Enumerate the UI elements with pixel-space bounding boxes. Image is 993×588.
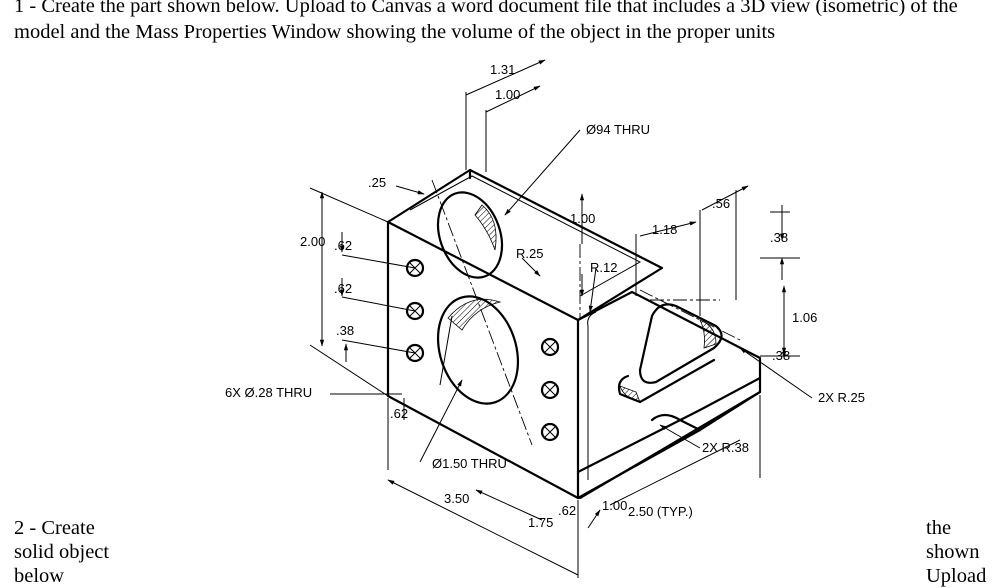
dim-62-d: .62 — [558, 503, 576, 518]
dim-2-00: 2.00 — [300, 234, 325, 249]
question-1-text: 1 - Create the part shown below. Upload … — [14, 0, 958, 43]
dim-62-c: .62 — [390, 406, 408, 421]
dim-1-18: 1.18 — [652, 222, 677, 237]
small-upper-hole — [436, 191, 504, 279]
center-lines — [431, 179, 741, 446]
question-2-left-column: 2 - Create solid object below — [14, 516, 109, 588]
question-2-line: the — [926, 517, 952, 539]
dim-38-a: .38 — [770, 230, 788, 245]
small-holes — [405, 258, 560, 442]
base-slots — [617, 303, 723, 432]
dim-1-00-mid: 1.00 — [570, 211, 595, 226]
dim-1-75: 1.75 — [528, 515, 553, 530]
dim-1-06: 1.06 — [792, 310, 817, 325]
large-hole — [436, 295, 520, 405]
question-2-line: solid object — [14, 541, 110, 563]
dim-2-50-typ: 2.50 (TYP.) — [628, 504, 693, 519]
dim-62-a: .62 — [334, 238, 352, 253]
dim-2x-r38: 2X R.38 — [702, 440, 749, 455]
dim-38-c: .38 — [772, 348, 790, 363]
dim-1-31: 1.31 — [490, 62, 515, 77]
dim-38-b: .38 — [336, 323, 354, 338]
dim-1-00-bot: 1.00 — [602, 498, 627, 513]
question-2-line: 2 - Create — [14, 517, 95, 539]
dim-62-b: .62 — [334, 281, 352, 296]
dim-r12: R.12 — [590, 260, 617, 275]
dim-dia-94: Ø94 THRU — [586, 122, 650, 137]
dim-2x-r25: 2X R.25 — [818, 390, 865, 405]
dimension-labels: 1.31 1.00 Ø94 THRU .25 .56 1.00 1.18 .38… — [225, 62, 865, 530]
dim-r25: R.25 — [516, 246, 543, 261]
dim-3-50: 3.50 — [444, 491, 469, 506]
dimension-lines — [309, 59, 813, 578]
dim-6x-holes: 6X Ø.28 THRU — [225, 385, 312, 400]
question-2-line: shown — [926, 541, 980, 563]
dim-25-top: .25 — [368, 175, 386, 190]
dim-dia-150: Ø1.50 THRU — [432, 456, 507, 471]
dim-1-00-top: 1.00 — [495, 87, 520, 102]
dim-56: .56 — [712, 196, 730, 211]
